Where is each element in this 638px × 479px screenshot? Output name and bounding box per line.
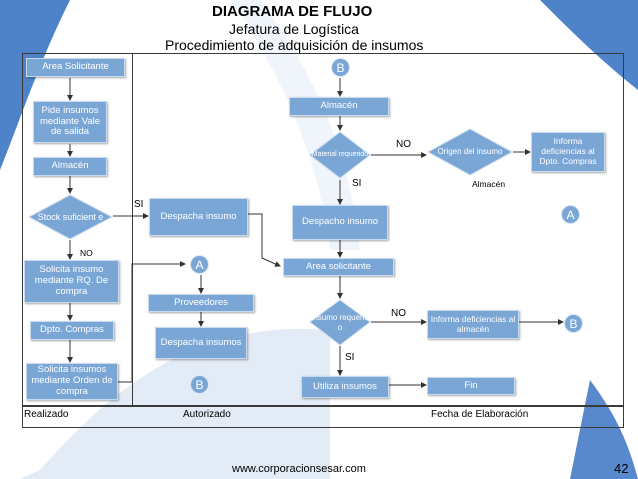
pide-insumos-box: Pide insumos mediante Vale de salida	[33, 101, 107, 143]
almacen-box-right: Almacén	[289, 97, 389, 116]
origen-decision: Origen del insumo	[427, 128, 513, 176]
origen-label: Origen del insumo	[437, 147, 503, 157]
almacen-origen-label: Almacén	[472, 179, 506, 189]
procedure-title: Procedimiento de adquisición de insumos	[165, 37, 424, 53]
almacen-box-left: Almacén	[33, 157, 107, 176]
despacha-insumos-box: Despacha insumos	[155, 327, 247, 359]
material-requerido-decision: Material requerido	[309, 131, 371, 179]
connector-b-right: B	[564, 314, 583, 333]
footer-row	[22, 405, 624, 428]
material-requerido-label: Material requerido	[311, 150, 369, 158]
utiliza-insumos-box: Utiliza insumos	[301, 376, 389, 398]
connector-a-middle: A	[190, 255, 209, 274]
solicita-rq-box: Solicita insumo mediante RQ. De compra	[24, 260, 119, 303]
left-column-divider	[132, 53, 133, 405]
si-label-material: SI	[352, 178, 362, 189]
footer-fecha: Fecha de Elaboración	[431, 409, 529, 420]
despacho-insumo-box: Despacho insumo	[292, 205, 388, 240]
area-solicitante-header: Area Solicitante	[26, 58, 125, 77]
stock-decision-label: Stock suficient e	[37, 211, 104, 222]
si-label-insumo: SI	[345, 352, 355, 363]
insumo-requerido-label: Insumo requerid o	[311, 313, 369, 332]
page-number: 42	[614, 461, 629, 476]
department-subtitle: Jefatura de Logística	[229, 21, 359, 37]
fin-box: Fin	[427, 377, 515, 395]
si-label-stock: SI	[134, 199, 144, 210]
connector-a-right: A	[561, 205, 580, 224]
diagram-title: DIAGRAMA DE FLUJO	[212, 3, 373, 20]
no-label-stock: NO	[80, 248, 93, 258]
despacha-insumo-box: Despacha insumo	[149, 198, 248, 236]
stock-decision: Stock suficient e	[28, 194, 113, 240]
solicita-oc-box: Solicita insumos mediante Orden de compr…	[26, 363, 118, 400]
no-label-material: NO	[396, 139, 411, 150]
connector-b-middle: B	[190, 375, 209, 394]
area-solicitante-box: Area solicitante	[283, 258, 394, 276]
no-label-insumo: NO	[391, 308, 406, 319]
dpto-compras-box: Dpto. Compras	[30, 321, 114, 340]
insumo-requerido-decision: Insumo requerid o	[309, 299, 371, 346]
proveedores-box: Proveedores	[148, 294, 254, 312]
informa-almacen-box: Informa deficiencias al almacén	[427, 310, 519, 339]
footer-website: www.corporacionsesar.com	[232, 463, 366, 475]
connector-b-top: B	[331, 58, 350, 77]
footer-realizado: Realizado	[24, 409, 69, 420]
footer-autorizado: Autorizado	[183, 409, 231, 420]
informa-compras-box: Informa deficiencias al Dpto. Compras	[531, 132, 605, 172]
main-frame	[22, 53, 624, 407]
